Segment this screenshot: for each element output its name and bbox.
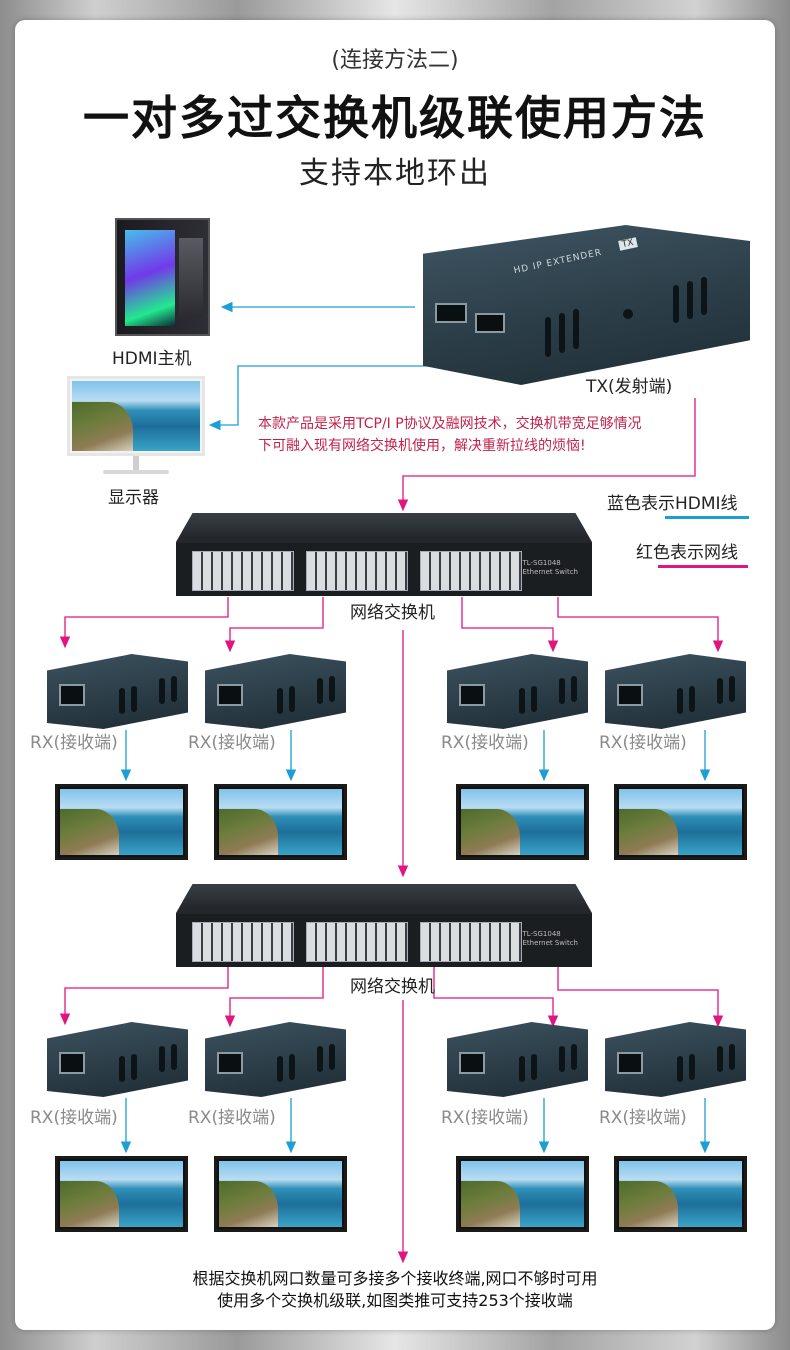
rx-unit-2-image [205,654,346,729]
net-line-sw2-rx6 [224,966,324,1028]
tx-case-text: HD IP EXTENDER [512,247,604,277]
rx-unit-3-image [447,654,588,729]
tv-8-image [614,1156,747,1232]
switch-1-brand: TL-SG1048 [522,559,561,567]
switch-1-label: 网络交换机 [350,603,435,623]
legend-hdmi: 蓝色表示HDMI线 [607,489,749,519]
net-line-sw1-rx4 [557,597,724,653]
tv-6-image [214,1156,347,1232]
rx-7-label: RX(接收端) [441,1108,529,1128]
switch-2-model: Ethernet Switch [522,939,578,947]
description-line-2: 下可融入现有网络交换机使用，解决重新拉线的烦恼! [258,438,586,454]
hdmi-host-label: HDMI主机 [112,349,192,369]
rx-5-label: RX(接收端) [30,1108,118,1128]
footer-note: 根据交换机网口数量可多接多个接收终端,网口不够时可用 使用多个交换机级联,如图类… [0,1268,790,1312]
product-description: 本款产品是采用TCP/I P协议及融网技术，交换机带宽足够情况 下可融入现有网络… [258,413,698,457]
legend-network: 红色表示网线 [636,538,748,568]
hdmi-line-tx-to-monitor [208,365,455,431]
rx-3-label: RX(接收端) [441,733,529,753]
tv-2-image [214,784,347,860]
rx-unit-7-image [447,1022,588,1097]
net-line-sw1-rx2 [224,597,324,653]
switch-1-model: Ethernet Switch [522,568,578,576]
rx-unit-8-image [605,1022,746,1097]
rx-unit-5-image [47,1022,188,1097]
hdmi-host-pc-image [115,218,210,336]
net-line-tx-to-switch1 [397,398,696,512]
legend-hdmi-swatch [665,516,749,519]
rx-2-label: RX(接收端) [188,733,276,753]
footer-line-2: 使用多个交换机级联,如图类推可支持253个接收端 [217,1291,573,1310]
tx-label: TX(发射端) [586,377,673,397]
description-line-1: 本款产品是采用TCP/I P协议及融网技术，交换机带宽足够情况 [258,416,642,432]
net-line-sw2-rx7 [433,966,559,1028]
monitor-label: 显示器 [108,488,159,508]
switch-2-label: 网络交换机 [350,977,435,997]
rx-6-label: RX(接收端) [188,1108,276,1128]
tx-badge: TX [618,237,638,251]
rx-4-label: RX(接收端) [599,733,687,753]
net-line-sw2-rx5 [59,966,229,1026]
footer-line-1: 根据交换机网口数量可多接多个接收终端,网口不够时可用 [192,1269,598,1288]
hdmi-out-port [435,303,467,323]
net-line-sw1-rx3 [461,597,559,653]
monitor-stand [133,456,139,470]
tv-4-image [614,784,747,860]
tv-3-image [456,784,589,860]
rx-unit-6-image [205,1022,346,1097]
switch-2-brand: TL-SG1048 [522,930,561,938]
monitor-base [103,470,169,474]
legend-network-swatch [658,565,748,568]
net-line-sw2-rx8 [557,966,724,1028]
legend-hdmi-text: 蓝色表示HDMI线 [607,494,738,514]
rx-unit-1-image [47,654,188,729]
rx-8-label: RX(接收端) [599,1108,687,1128]
hdmi-in-port [475,313,505,333]
rx-unit-4-image [605,654,746,729]
net-line-sw1-rx1 [59,597,229,649]
tv-5-image [55,1156,188,1232]
tv-7-image [456,1156,589,1232]
page-title: 一对多过交换机级联使用方法 [83,91,707,145]
legend-network-text: 红色表示网线 [636,543,738,563]
tx-screw [623,309,633,319]
local-monitor-image [67,376,205,456]
tv-1-image [55,784,188,860]
page-subtitle: 支持本地环出 [299,156,491,191]
rx-1-label: RX(接收端) [30,733,118,753]
method-subhead: (连接方法二) [331,48,459,73]
